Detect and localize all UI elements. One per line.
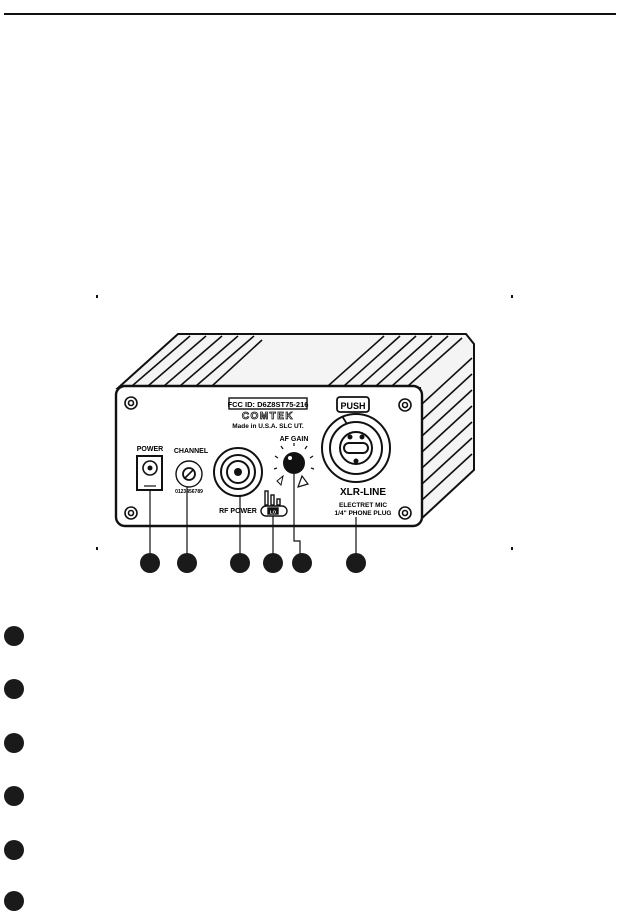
legend-marker <box>4 626 24 646</box>
legend-marker <box>4 786 24 806</box>
channel-label: CHANNEL <box>174 448 209 455</box>
legend-marker <box>4 840 24 860</box>
switch-lo-label: LO <box>270 510 277 515</box>
device-illustration: FCC ID: D6Z8ST75-216 COMTEK Made in U.S.… <box>96 295 513 573</box>
callout-marker <box>140 553 160 573</box>
crop-marks <box>96 295 513 550</box>
legend-marker <box>4 733 24 753</box>
brand-logo: COMTEK <box>242 411 294 422</box>
label-plate: FCC ID: D6Z8ST75-216 COMTEK Made in U.S.… <box>228 397 309 430</box>
electret-mic-label: ELECTRET MIC <box>339 502 387 509</box>
channel-selector: CHANNEL 0123456789 <box>174 448 209 495</box>
fcc-id-text: FCC ID: D6Z8ST75-216 <box>228 400 309 409</box>
af-gain-label: AF GAIN <box>280 436 309 443</box>
legend-marker <box>4 891 24 911</box>
channel-digits: 0123456789 <box>175 489 203 495</box>
xlr-line-label: XLR-LINE <box>340 487 386 498</box>
top-rule <box>4 13 616 15</box>
af-gain-knob: AF GAIN <box>273 436 315 488</box>
callout-markers <box>140 553 366 573</box>
push-label: PUSH <box>340 401 365 411</box>
origin-text: Made in U.S.A. SLC UT. <box>232 423 304 430</box>
rf-power-label: RF POWER <box>219 508 257 515</box>
power-jack: POWER <box>136 446 163 491</box>
callout-marker <box>230 553 250 573</box>
callout-marker <box>292 553 312 573</box>
power-label: POWER <box>137 446 163 453</box>
callout-marker <box>263 553 283 573</box>
rf-power-switch: LO <box>260 490 288 517</box>
rf-power-connector: RF POWER <box>213 447 263 515</box>
callout-leaders <box>149 474 357 555</box>
xlr-input: PUSH XLR-LINE ELECTRET MIC 1/4" PHONE PL… <box>321 396 392 517</box>
callout-marker <box>177 553 197 573</box>
phone-plug-label: 1/4" PHONE PLUG <box>335 510 392 517</box>
callout-marker <box>346 553 366 573</box>
legend-marker <box>4 679 24 699</box>
